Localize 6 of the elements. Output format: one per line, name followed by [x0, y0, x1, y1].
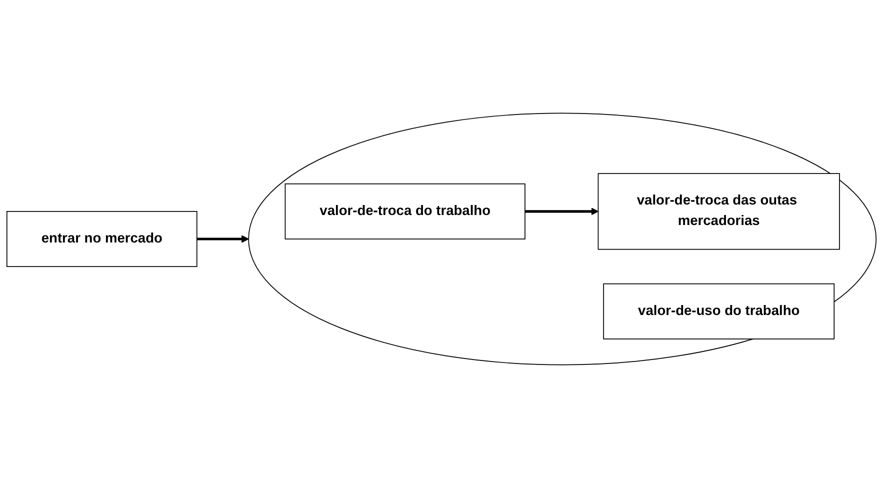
node-box — [603, 283, 835, 340]
node-box — [6, 211, 198, 267]
node-box — [598, 173, 840, 250]
arrow — [524, 208, 599, 216]
arrow — [196, 235, 249, 243]
node-box — [284, 183, 526, 240]
